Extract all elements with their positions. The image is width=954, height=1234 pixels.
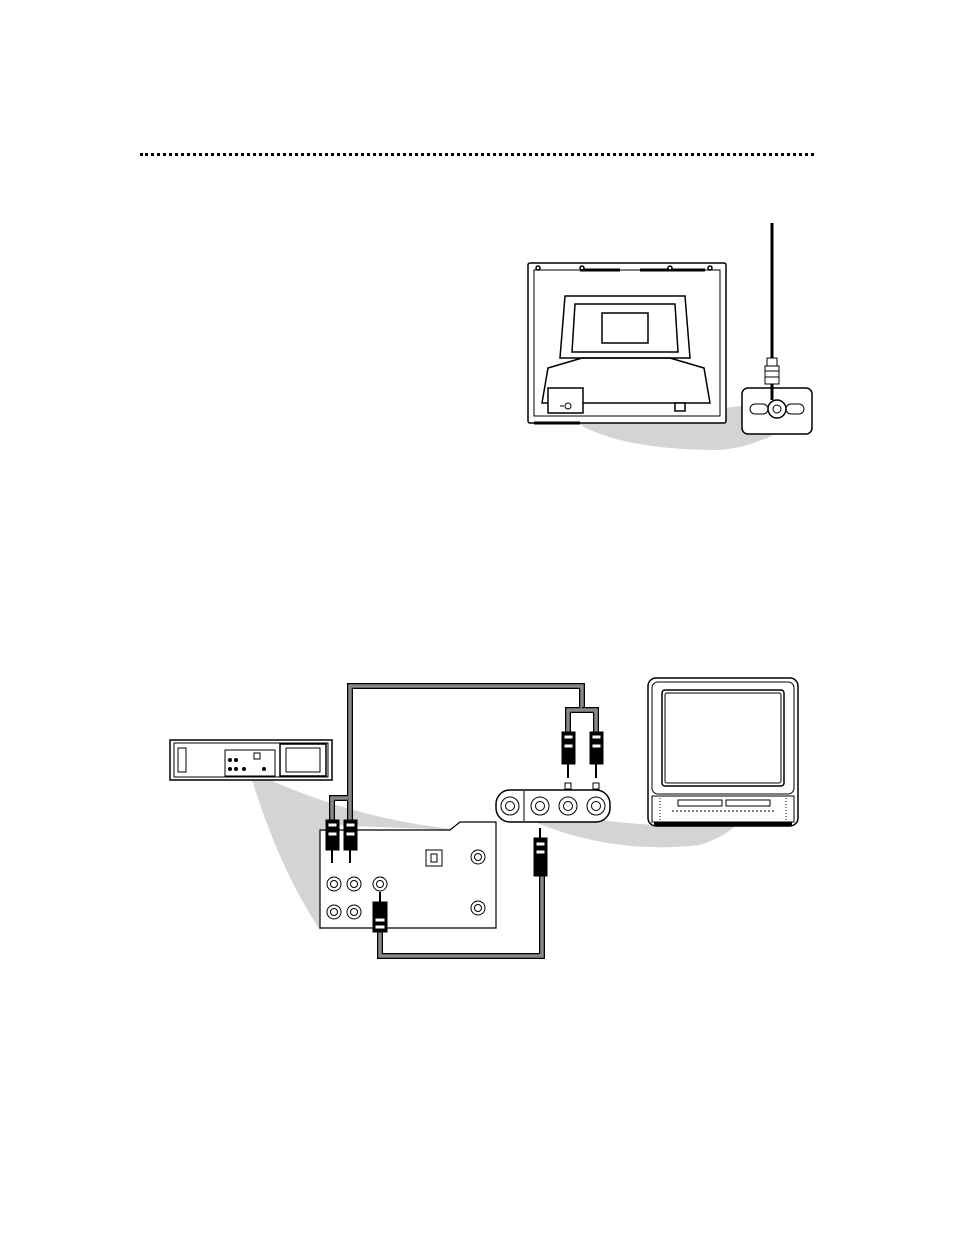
antenna-connection-figure <box>520 218 820 458</box>
dotted-section-divider <box>140 153 814 156</box>
av-input-jacks-callout <box>496 790 610 822</box>
av-hookup-figure <box>160 670 810 970</box>
tv-front <box>648 678 798 826</box>
av-hookup-illustration <box>160 670 810 970</box>
video-plug-tv <box>534 828 547 876</box>
rod-antenna <box>765 223 779 400</box>
tv-rear-panel <box>528 263 726 423</box>
audio-plugs-tv <box>562 732 603 789</box>
antenna-connection-illustration <box>520 218 820 458</box>
antenna-jack-callout <box>742 388 812 434</box>
vcr-front <box>170 740 332 780</box>
